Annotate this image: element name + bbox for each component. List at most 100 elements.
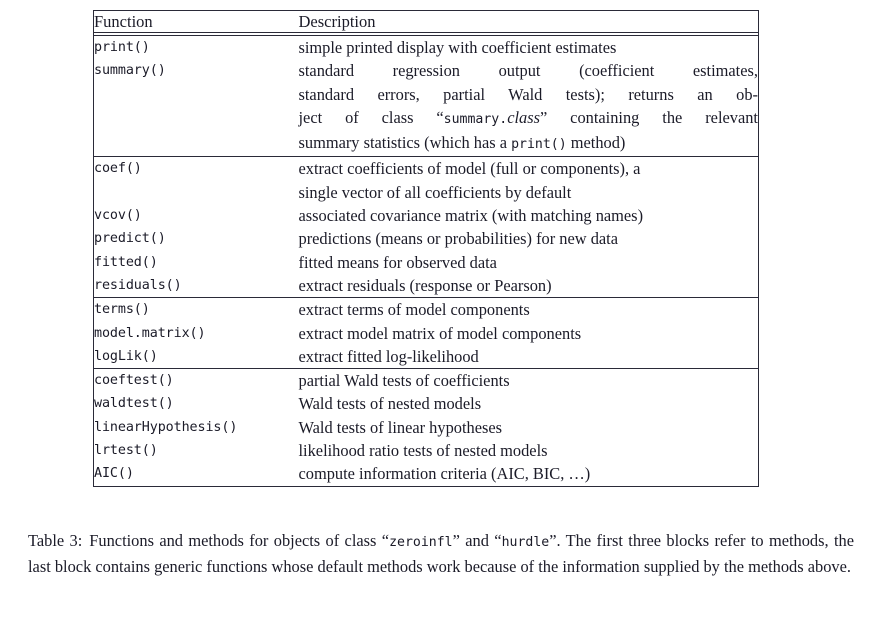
function-name-cell: AIC(): [94, 462, 299, 486]
block-separator: [93, 368, 759, 370]
function-name[interactable]: linearHypothesis(): [94, 419, 238, 435]
description-line: compute information criteria (AIC, BIC, …: [298, 464, 591, 484]
description-line: extract terms of model components: [298, 300, 530, 320]
table-row: lrtest() likelihood ratio tests of neste…: [94, 439, 759, 462]
table-row: AIC() compute information criteria (AIC,…: [94, 462, 759, 486]
description-cell: associated covariance matrix (with match…: [299, 204, 759, 227]
description-cell: extract terms of model components: [299, 298, 759, 321]
table-row: waldtest() Wald tests of nested models: [94, 392, 759, 415]
table-body: print() simple printed display with coef…: [93, 36, 759, 487]
table-row: logLik() extract fitted log-likelihood: [94, 345, 759, 369]
table-caption: Table 3:Functions and methods for object…: [28, 529, 854, 579]
function-name[interactable]: model.matrix(): [94, 325, 206, 341]
description-line: standard errors, partial Wald tests); re…: [298, 84, 759, 104]
table-header: Function Description: [93, 10, 759, 36]
description-line: Wald tests of nested models: [298, 394, 482, 414]
description-line: extract residuals (response or Pearson): [298, 275, 552, 295]
function-name[interactable]: coeftest(): [94, 373, 174, 389]
description-line: extract model matrix of model components: [298, 323, 582, 343]
function-name-cell: coeftest(): [94, 369, 299, 392]
description-cell: likelihood ratio tests of nested models: [299, 439, 759, 462]
function-name-cell: linearHypothesis(): [94, 416, 299, 439]
function-name-cell: print(): [94, 36, 299, 60]
function-name-cell: vcov(): [94, 204, 299, 227]
description-line: associated covariance matrix (with match…: [298, 206, 644, 226]
table-row: terms() extract terms of model component…: [94, 298, 759, 321]
description-line: fitted means for observed data: [298, 252, 497, 272]
function-name[interactable]: coef(): [94, 161, 142, 177]
functions-table-container: Function Description print(): [93, 10, 759, 487]
spacer-line: [94, 83, 299, 106]
function-name[interactable]: waldtest(): [94, 396, 174, 412]
function-name[interactable]: terms(): [94, 302, 150, 318]
description-line: single vector of all coefficients by def…: [298, 182, 572, 202]
function-name[interactable]: AIC(): [94, 466, 134, 482]
block-separator-right: [298, 368, 759, 370]
description-cell: Wald tests of nested models: [299, 392, 759, 415]
description-cell: fitted means for observed data: [299, 251, 759, 274]
description-line: standard regression output (coefficient …: [298, 61, 759, 81]
description-cell: Wald tests of linear hypotheses: [299, 416, 759, 439]
spacer-line: [94, 181, 299, 204]
function-name-cell: model.matrix(): [94, 322, 299, 345]
table-row: model.matrix() extract model matrix of m…: [94, 322, 759, 345]
description-line: simple printed display with coefficient …: [298, 38, 617, 57]
function-name[interactable]: print(): [94, 40, 150, 55]
table-row: coeftest() partial Wald tests of coeffic…: [94, 369, 759, 392]
block-separator: [93, 156, 759, 158]
description-cell: standard regression output (coefficient …: [299, 59, 759, 157]
block-separator-left: [93, 156, 299, 158]
spacer-line: [94, 106, 299, 129]
function-name-cell: residuals(): [94, 274, 299, 298]
function-name[interactable]: lrtest(): [94, 443, 158, 459]
table-row: residuals() extract residuals (response …: [94, 274, 759, 298]
description-line: extract fitted log-likelihood: [298, 346, 479, 366]
description-cell: extract coefficients of model (full or c…: [299, 157, 759, 204]
caption-label: Table 3:: [28, 531, 83, 550]
description-line-print-method: summary statistics (which has a print() …: [298, 133, 626, 153]
function-name[interactable]: vcov(): [94, 208, 142, 224]
description-line: predictions (means or probabilities) for…: [298, 229, 619, 249]
block-separator: [93, 297, 759, 299]
description-line: likelihood ratio tests of nested models: [298, 441, 548, 461]
spacer-line: [94, 129, 299, 152]
function-name[interactable]: logLik(): [94, 348, 158, 364]
column-header-description: Description: [298, 10, 759, 33]
function-name-cell: waldtest(): [94, 392, 299, 415]
function-name-cell: lrtest(): [94, 439, 299, 462]
block-separator-right: [298, 297, 759, 299]
column-header-function-label: Function: [94, 12, 153, 31]
description-cell: predictions (means or probabilities) for…: [299, 227, 759, 250]
function-name-cell: terms(): [94, 298, 299, 321]
function-name[interactable]: predict(): [94, 231, 166, 247]
block-separator-left: [93, 368, 299, 370]
description-cell: compute information criteria (AIC, BIC, …: [299, 462, 759, 486]
table-row: linearHypothesis() Wald tests of linear …: [94, 416, 759, 439]
block-separator-left: [93, 297, 299, 299]
table-row: print() simple printed display with coef…: [94, 36, 759, 60]
function-name-cell: summary(): [94, 59, 299, 157]
block-separator-right: [298, 156, 759, 158]
function-name-cell: predict(): [94, 227, 299, 250]
table-header-row: Function Description: [93, 10, 759, 33]
function-name[interactable]: fitted(): [94, 254, 158, 270]
header-double-rule: [93, 32, 759, 36]
description-line-summary-class: ject of class “summary.class” containing…: [298, 107, 759, 127]
table-row: vcov() associated covariance matrix (wit…: [94, 204, 759, 227]
description-line: extract coefficients of model (full or c…: [298, 159, 641, 179]
description-line: Wald tests of linear hypotheses: [298, 417, 503, 437]
description-line: partial Wald tests of coefficients: [298, 371, 510, 391]
function-name[interactable]: residuals(): [94, 277, 182, 293]
description-cell: partial Wald tests of coefficients: [299, 369, 759, 392]
function-name-cell: logLik(): [94, 345, 299, 369]
function-name[interactable]: summary(): [94, 63, 166, 79]
table-row: predict() predictions (means or probabil…: [94, 227, 759, 250]
function-name-cell: coef(): [94, 157, 299, 204]
description-cell: extract model matrix of model components: [299, 322, 759, 345]
table-row: coef() extract coefficients of model (fu…: [94, 157, 759, 204]
table-row: fitted() fitted means for observed data: [94, 251, 759, 274]
description-cell: extract fitted log-likelihood: [299, 345, 759, 369]
header-rule-right: [298, 32, 759, 36]
table-row: summary() standard regression output (co…: [94, 59, 759, 157]
